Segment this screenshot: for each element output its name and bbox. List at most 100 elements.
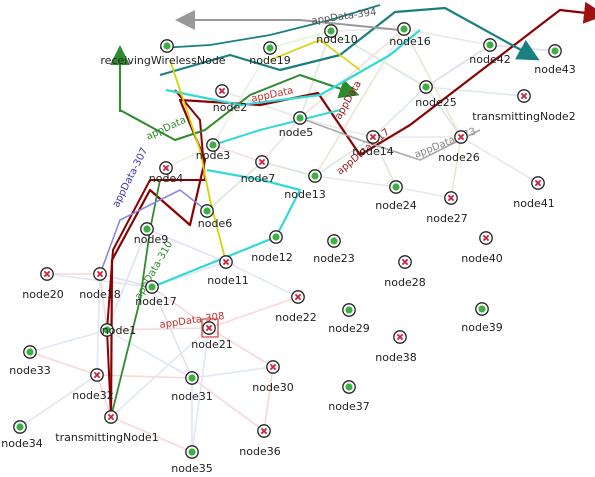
node-label: node12 <box>251 251 292 264</box>
node-label: node34 <box>1 437 42 450</box>
node-label: node20 <box>22 288 63 301</box>
node-label: node35 <box>171 462 212 475</box>
node-label: node3 <box>196 149 230 162</box>
node-node21[interactable]: node21 <box>191 321 233 351</box>
node-node39[interactable]: node39 <box>461 302 503 334</box>
node-label: node22 <box>275 311 316 324</box>
link-line <box>314 175 452 199</box>
status-ok-icon <box>345 306 353 314</box>
node-node30[interactable]: node30 <box>252 360 294 394</box>
node-node27[interactable]: node27 <box>426 191 468 225</box>
node-node12[interactable]: node12 <box>251 230 293 264</box>
route-path <box>299 117 481 161</box>
cross-icon <box>222 258 230 266</box>
node-node34[interactable]: node34 <box>1 420 43 450</box>
node-node22[interactable]: node22 <box>275 290 317 324</box>
node-label: node4 <box>149 172 183 185</box>
node-node26[interactable]: node26 <box>438 130 480 164</box>
node-node6[interactable]: node6 <box>198 204 232 230</box>
node-label: node28 <box>384 276 425 289</box>
route-path <box>212 109 341 146</box>
status-ok-icon <box>143 225 151 233</box>
route-path <box>175 10 401 31</box>
node-node17[interactable]: node17 <box>135 280 177 308</box>
node-node10[interactable]: node10 <box>316 24 358 46</box>
link-line <box>29 329 274 379</box>
highlight-box <box>201 318 219 338</box>
cross-icon <box>447 194 455 202</box>
node-node42[interactable]: node42 <box>469 38 511 66</box>
cross-icon <box>401 258 409 266</box>
route-paths <box>99 1 595 418</box>
node-node35[interactable]: node35 <box>171 445 213 475</box>
node-node40[interactable]: node40 <box>461 231 503 265</box>
node-node14[interactable]: node14 <box>352 130 394 158</box>
link-line <box>299 29 462 138</box>
node-node32[interactable]: node32 <box>72 368 114 402</box>
status-ok-icon <box>400 25 408 33</box>
status-ok-icon <box>551 47 559 55</box>
node-label: node42 <box>469 53 510 66</box>
link-line <box>206 161 316 212</box>
node-node33[interactable]: node33 <box>9 345 51 377</box>
node-node29[interactable]: node29 <box>328 303 370 335</box>
node-label: node33 <box>9 364 50 377</box>
node-label: node43 <box>534 63 575 76</box>
cross-icon <box>534 179 542 187</box>
node-txNode1[interactable]: transmittingNode1 <box>55 410 159 444</box>
status-ok-icon <box>203 207 211 215</box>
route-path <box>165 29 421 107</box>
node-node5[interactable]: node5 <box>279 111 313 139</box>
node-label: node19 <box>249 54 290 67</box>
node-label: node11 <box>207 274 248 287</box>
node-node4[interactable]: node4 <box>149 161 183 185</box>
route-path <box>110 179 161 418</box>
node-node1[interactable]: node1 <box>100 323 136 337</box>
node-node31[interactable]: node31 <box>171 371 213 403</box>
cross-icon <box>482 234 490 242</box>
node-node28[interactable]: node28 <box>384 255 426 289</box>
node-node20[interactable]: node20 <box>22 267 64 301</box>
status-ok-icon <box>392 183 400 191</box>
node-node3[interactable]: node3 <box>196 138 230 162</box>
status-ok-icon <box>188 374 196 382</box>
node-label: node32 <box>72 389 113 402</box>
node-node16[interactable]: node16 <box>389 22 431 48</box>
node-node18[interactable]: node18 <box>79 267 121 301</box>
node-label: node37 <box>328 400 369 413</box>
cross-icon <box>258 158 266 166</box>
link-line <box>151 286 274 432</box>
node-node19[interactable]: node19 <box>249 41 291 67</box>
status-ok-icon <box>163 42 171 50</box>
node-label: node9 <box>134 233 168 246</box>
node-receivingNode[interactable]: receivingWirelessNode <box>100 39 226 67</box>
node-node41[interactable]: node41 <box>513 176 555 210</box>
node-label: node27 <box>426 212 467 225</box>
status-ok-icon <box>266 44 274 52</box>
node-node37[interactable]: node37 <box>328 380 370 413</box>
status-ok-icon <box>478 305 486 313</box>
node-node7[interactable]: node7 <box>241 155 275 185</box>
node-node43[interactable]: node43 <box>534 44 576 76</box>
node-label: node14 <box>352 145 393 158</box>
node-node38[interactable]: node38 <box>375 330 417 364</box>
node-node9[interactable]: node9 <box>134 222 168 246</box>
node-node36[interactable]: node36 <box>239 424 281 458</box>
node-node25[interactable]: node25 <box>415 80 457 109</box>
node-node24[interactable]: node24 <box>375 180 417 212</box>
node-node2[interactable]: node2 <box>213 84 247 114</box>
status-ok-icon <box>188 448 196 456</box>
node-node11[interactable]: node11 <box>207 255 249 287</box>
status-ok-icon <box>103 326 111 334</box>
node-node13[interactable]: node13 <box>284 169 326 201</box>
cross-icon <box>96 270 104 278</box>
cross-icon <box>93 371 101 379</box>
node-node23[interactable]: node23 <box>313 234 355 265</box>
node-txNode2[interactable]: transmittingNode2 <box>472 89 576 123</box>
cross-icon <box>107 413 115 421</box>
node-label: transmittingNode2 <box>472 110 575 123</box>
link-line <box>165 30 332 169</box>
cross-icon <box>396 333 404 341</box>
node-label: node21 <box>191 338 232 351</box>
node-label: transmittingNode1 <box>55 431 158 444</box>
